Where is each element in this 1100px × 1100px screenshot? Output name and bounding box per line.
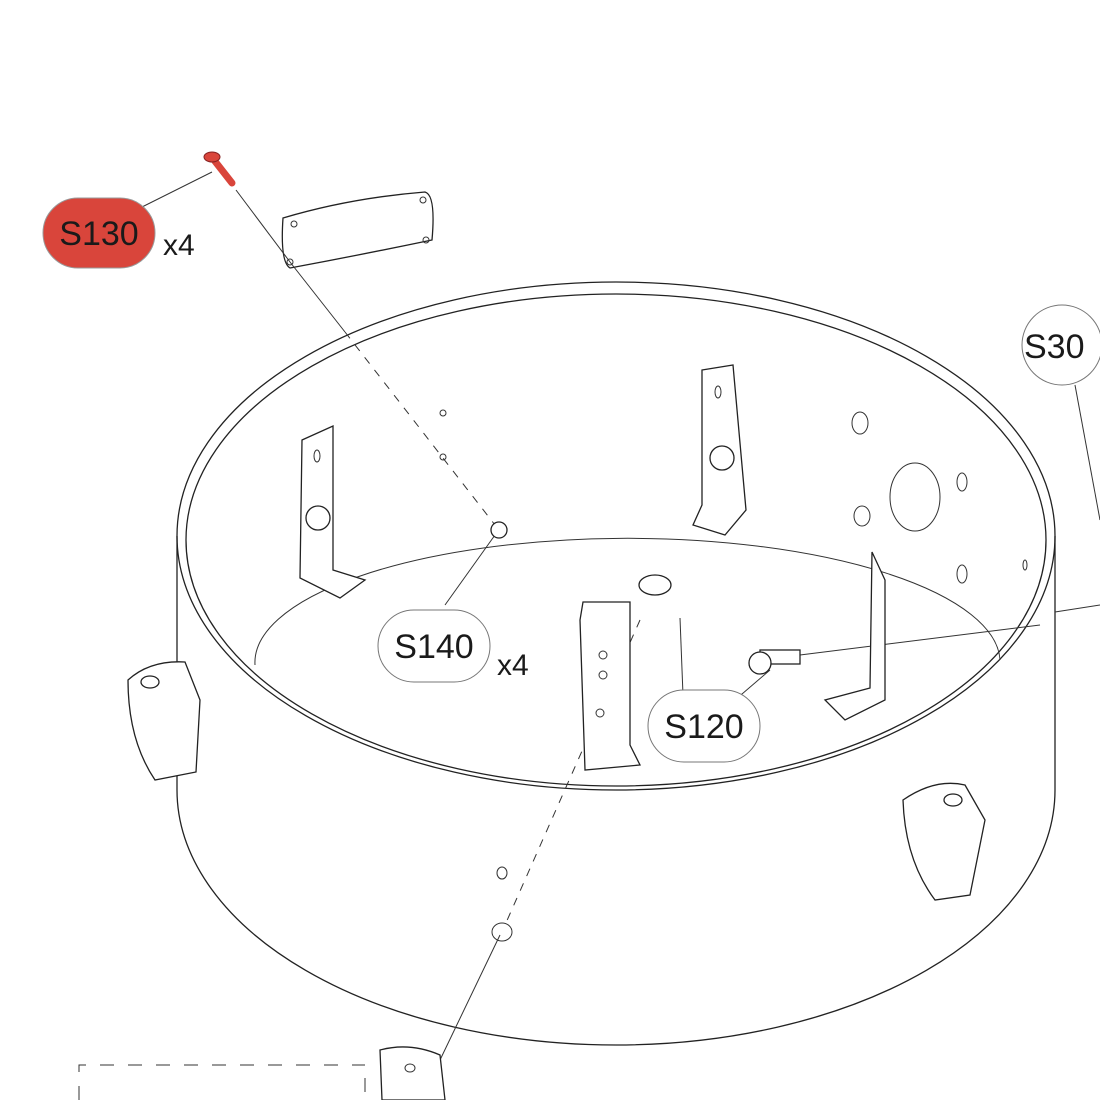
shell-holes — [491, 411, 1028, 942]
foot-bottom — [379, 1046, 446, 1100]
callout-s30[interactable]: S30 — [1021, 304, 1100, 386]
detail-box — [78, 1064, 366, 1100]
callout-s140[interactable]: S140 x4 — [377, 609, 529, 683]
bolt-s120 — [638, 574, 801, 675]
callout-qty: x4 — [163, 229, 195, 262]
foot-right — [902, 782, 986, 901]
callout-label: S140 — [394, 628, 473, 666]
callout-s120[interactable]: S120 — [647, 689, 761, 763]
cover-plate — [281, 191, 434, 269]
drum-shell — [176, 281, 1100, 1046]
bracket-back — [692, 364, 747, 536]
callout-label: S130 — [59, 215, 138, 253]
callout-s130[interactable]: S130 x4 — [42, 197, 195, 269]
callout-label: S30 — [1024, 328, 1085, 366]
bracket-left — [299, 424, 367, 599]
bracket-center — [579, 601, 642, 771]
screw-s130 — [203, 151, 236, 187]
nut-s140 — [490, 521, 508, 539]
callout-label: S120 — [664, 708, 743, 746]
foot-left — [127, 661, 201, 781]
bracket-right — [823, 551, 886, 721]
callout-qty: x4 — [497, 649, 529, 682]
